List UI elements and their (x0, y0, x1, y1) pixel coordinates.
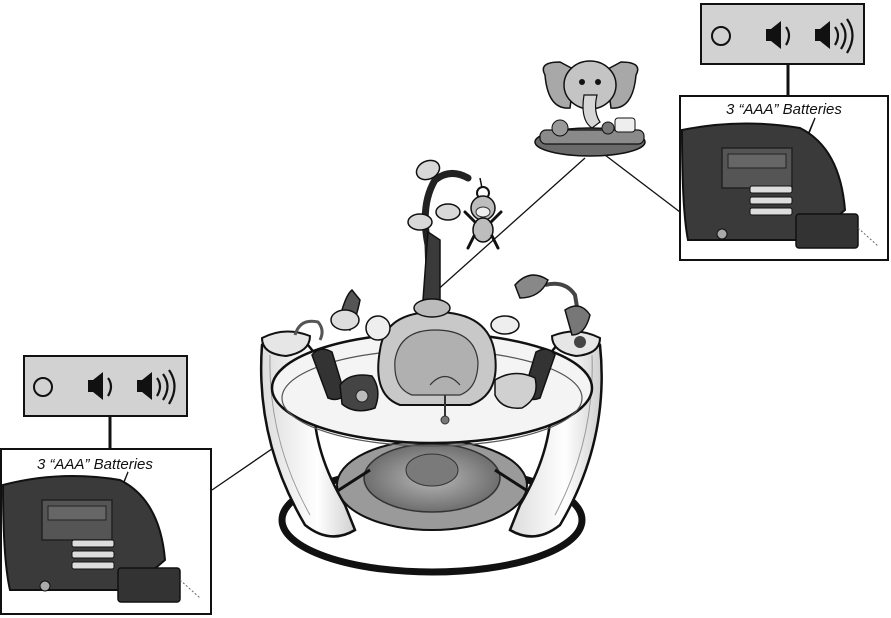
activity-jumper (261, 157, 602, 572)
battery-label-right: 3 “AAA” Batteries (726, 101, 842, 118)
volume-switch-panel-left (24, 356, 187, 416)
leader-line-right (605, 155, 680, 212)
battery-label-left: 3 “AAA” Batteries (37, 456, 153, 473)
left-callout: 3 “AAA” Batteries (1, 356, 211, 614)
volume-switch-panel-right (701, 4, 864, 64)
elephant-toy (535, 61, 645, 156)
right-callout: 3 “AAA” Batteries (680, 4, 888, 260)
